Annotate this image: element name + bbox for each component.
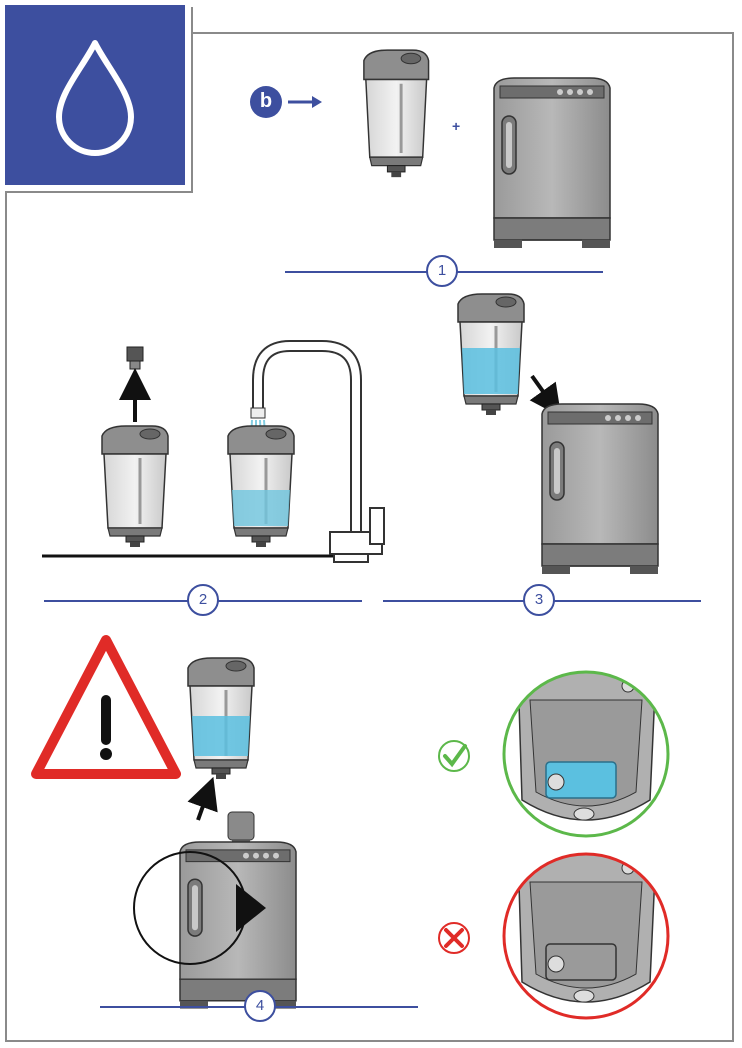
step-2-number: 2 (187, 584, 219, 616)
check-icon (438, 740, 470, 772)
water-badge (5, 5, 191, 191)
cross-icon (438, 922, 470, 954)
zoom-callout (133, 851, 266, 965)
water-drop-icon (56, 40, 134, 156)
step-4-marker: 4 (100, 990, 418, 1022)
step2-tank-filling (226, 424, 296, 549)
step1-part-label (250, 86, 322, 118)
step1-machine-base (493, 77, 611, 249)
warning-triangle-icon (31, 635, 181, 779)
step1-water-tank (362, 48, 431, 179)
step-3-marker: 3 (383, 584, 701, 616)
step2-cap (119, 346, 151, 422)
step-4-number: 4 (244, 990, 276, 1022)
step2-tank-uncapped (100, 424, 170, 549)
step-1-marker: 1 (285, 255, 603, 287)
part-label: b (259, 90, 273, 112)
correct-detail-circle (502, 670, 670, 838)
page-frame (5, 32, 734, 1042)
step3-machine-base (541, 403, 659, 575)
step-1-number: 1 (426, 255, 458, 287)
wrong-detail-circle (502, 852, 670, 1020)
step-3-number: 3 (523, 584, 555, 616)
step-2-marker: 2 (44, 584, 362, 616)
plus-sign: + (452, 118, 461, 134)
